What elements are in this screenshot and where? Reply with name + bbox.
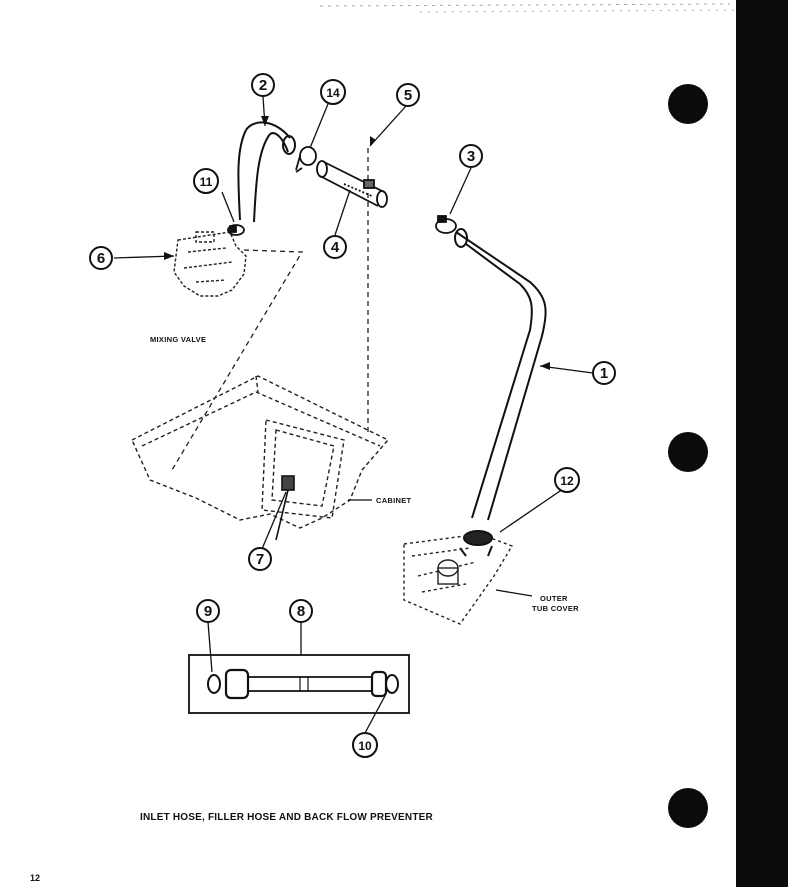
mixing-valve	[173, 231, 247, 297]
callout-3: 3	[459, 144, 483, 168]
hose-clamp-11	[227, 224, 245, 236]
arrowheads	[164, 116, 550, 370]
callout-6-text: 6	[97, 250, 105, 267]
scan-noise	[319, 3, 736, 13]
callout-1: 1	[592, 361, 616, 385]
hose-clamp-3	[435, 215, 457, 234]
callout-7-text: 7	[256, 551, 264, 568]
callout-8: 8	[289, 599, 313, 623]
callout-5-text: 5	[404, 87, 412, 104]
outer-tub-cover	[403, 533, 514, 625]
callout-12-text: 12	[560, 474, 574, 488]
callout-6: 6	[89, 246, 113, 270]
cabinet-label: CABINET	[376, 496, 412, 505]
callout-2-text: 2	[259, 77, 267, 94]
callout-11-text: 11	[200, 175, 213, 189]
callout-11: 11	[193, 168, 219, 194]
callout-5: 5	[396, 83, 420, 107]
cabinet-fitting	[275, 475, 295, 541]
hose-clamp-14	[295, 146, 317, 173]
callout-14: 14	[320, 79, 346, 105]
outer-tub-cover-label-1: OUTER	[540, 594, 568, 603]
callout-9: 9	[196, 599, 220, 623]
callout-7: 7	[248, 547, 272, 571]
callout-12: 12	[554, 467, 580, 493]
dashed-leaders	[171, 148, 369, 471]
callout-leaders	[113, 96, 594, 734]
mixing-valve-label: MIXING VALVE	[150, 335, 206, 344]
callout-4: 4	[323, 235, 347, 259]
elbow-hose	[237, 121, 296, 223]
callout-2: 2	[251, 73, 275, 97]
callout-9-text: 9	[204, 603, 212, 620]
page-edge-shadow	[736, 0, 788, 887]
page-number: 12	[30, 873, 41, 883]
filler-hose	[454, 228, 547, 521]
diagram-caption: INLET HOSE, FILLER HOSE AND BACK FLOW PR…	[140, 812, 433, 823]
fill-hose-assembly	[188, 654, 410, 714]
back-flow-preventer	[316, 160, 388, 208]
binder-hole-middle	[668, 432, 708, 472]
binder-hole-bottom	[668, 788, 708, 828]
callout-14-text: 14	[326, 86, 340, 100]
callout-4-text: 4	[331, 239, 340, 256]
cabinet-top	[131, 375, 390, 529]
callout-10-text: 10	[358, 739, 372, 753]
callout-3-text: 3	[467, 148, 475, 165]
outer-tub-cover-label-2: TUB COVER	[532, 604, 579, 613]
callout-10: 10	[352, 732, 378, 758]
binder-hole-top	[668, 84, 708, 124]
callout-8-text: 8	[297, 603, 305, 620]
callout-1-text: 1	[600, 365, 608, 382]
